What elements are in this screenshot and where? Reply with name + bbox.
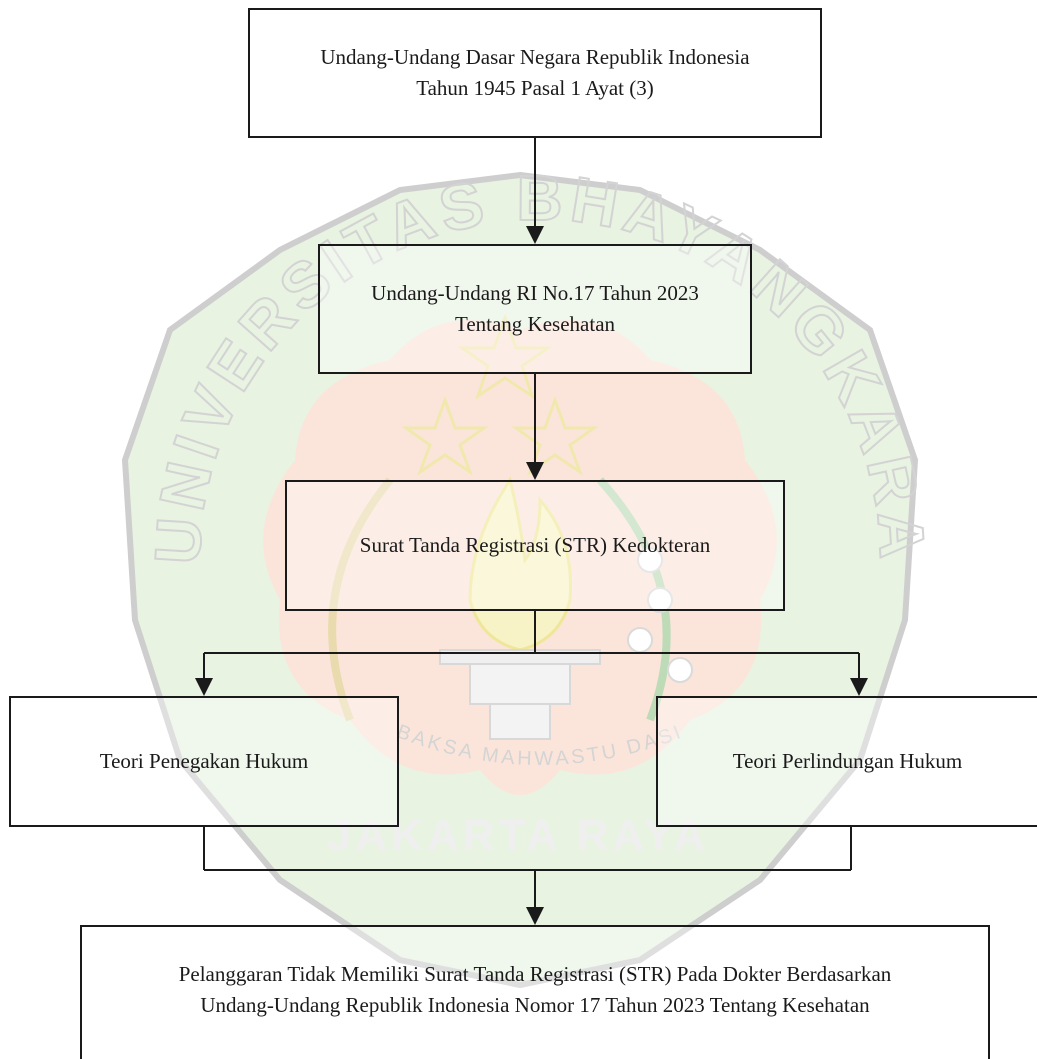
box-teori-penegakan-hukum: Teori Penegakan Hukum — [9, 696, 399, 827]
box-uud-1945-line2: Tahun 1945 Pasal 1 Ayat (3) — [416, 76, 654, 100]
arrowhead-icon — [195, 678, 213, 696]
arrowhead-icon — [526, 462, 544, 480]
box-teori-penegakan-hukum-line1: Teori Penegakan Hukum — [99, 749, 309, 773]
watermark-bottom-text: JAKARTA RAYA — [327, 811, 709, 860]
box-str-kedokteran: Surat Tanda Registrasi (STR) Kedokteran — [285, 480, 785, 611]
arrowhead-icon — [526, 226, 544, 244]
star-left-icon — [401, 395, 489, 476]
torch-flame-icon — [468, 476, 573, 652]
box-uud-1945-line1: Undang-Undang Dasar Negara Republik Indo… — [320, 45, 750, 69]
star-top-icon — [457, 313, 553, 400]
star-right-icon — [511, 395, 599, 476]
box-pelanggaran-str: Pelanggaran Tidak Memiliki Surat Tanda R… — [80, 925, 990, 1059]
arrowheads — [195, 226, 868, 925]
box-uud-1945: Undang-Undang Dasar Negara Republik Indo… — [248, 8, 822, 138]
box-uu-17-2023: Undang-Undang RI No.17 Tahun 2023 Tentan… — [318, 244, 752, 374]
box-teori-perlindungan-hukum-line1: Teori Perlindungan Hukum — [732, 749, 963, 773]
box-pelanggaran-str-line1: Pelanggaran Tidak Memiliki Surat Tanda R… — [178, 962, 892, 986]
arrowhead-icon — [526, 907, 544, 925]
arrowhead-icon — [850, 678, 868, 696]
wheat-stalk-icon — [328, 477, 394, 722]
box-uu-17-2023-line2: Tentang Kesehatan — [454, 312, 616, 336]
box-pelanggaran-str-line2: Undang-Undang Republik Indonesia Nomor 1… — [200, 993, 870, 1017]
box-teori-perlindungan-hukum: Teori Perlindungan Hukum — [656, 696, 1037, 827]
box-str-kedokteran-line1: Surat Tanda Registrasi (STR) Kedokteran — [359, 533, 711, 557]
box-uu-17-2023-line1: Undang-Undang RI No.17 Tahun 2023 — [371, 281, 699, 305]
